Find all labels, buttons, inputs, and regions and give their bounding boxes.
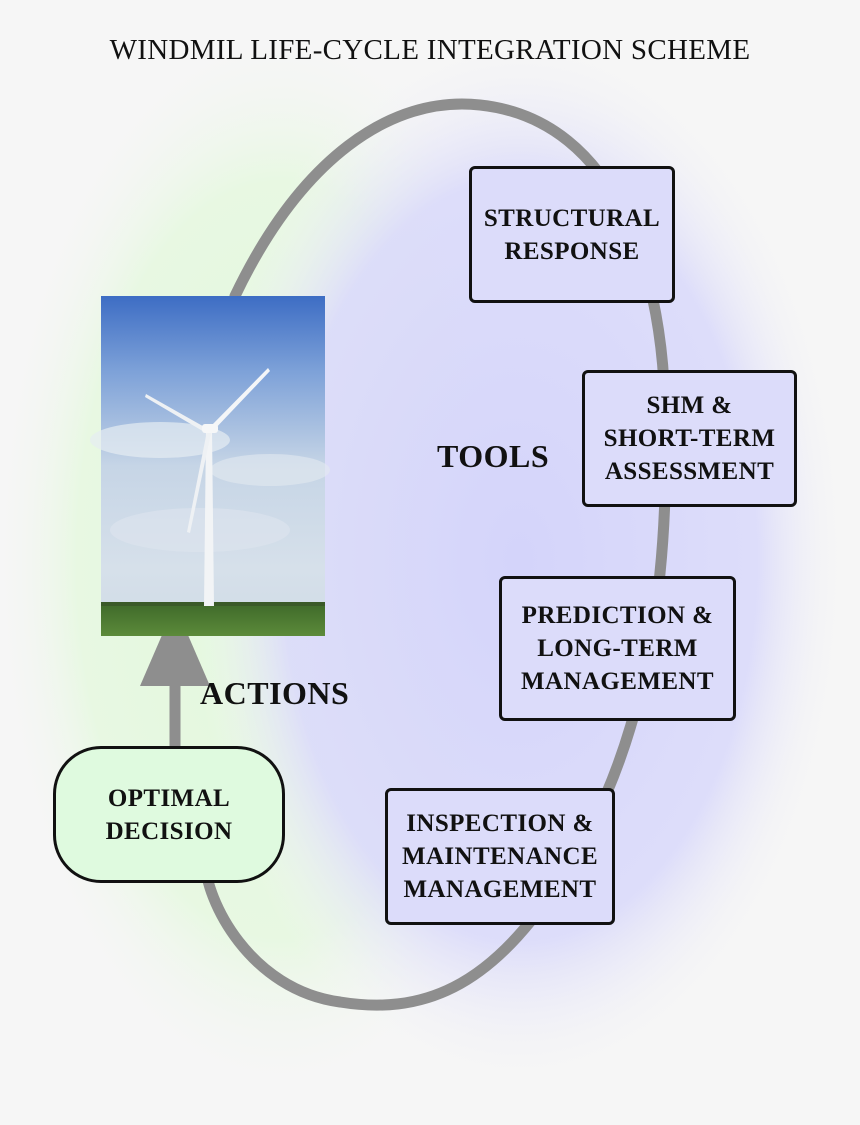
shm-short-term-assessment-box: SHM & SHORT-TERM ASSESSMENT: [582, 370, 797, 507]
actions-arrowhead: [140, 605, 210, 686]
prediction-long-term-management-box: PREDICTION & LONG-TERM MANAGEMENT: [499, 576, 736, 721]
wind-turbine-photo: [90, 296, 330, 636]
structural-response-box: STRUCTURAL RESPONSE: [469, 166, 675, 303]
inspection-maintenance-management-box: INSPECTION & MAINTENANCE MANAGEMENT: [385, 788, 615, 925]
actions-label: ACTIONS: [200, 675, 350, 711]
optimal-decision-box: OPTIMAL DECISION: [53, 746, 285, 883]
tools-glow: [190, 30, 850, 1090]
diagram-title: WINDMIL LIFE-CYCLE INTEGRATION SCHEME: [109, 34, 751, 66]
tools-label: TOOLS: [437, 438, 550, 474]
